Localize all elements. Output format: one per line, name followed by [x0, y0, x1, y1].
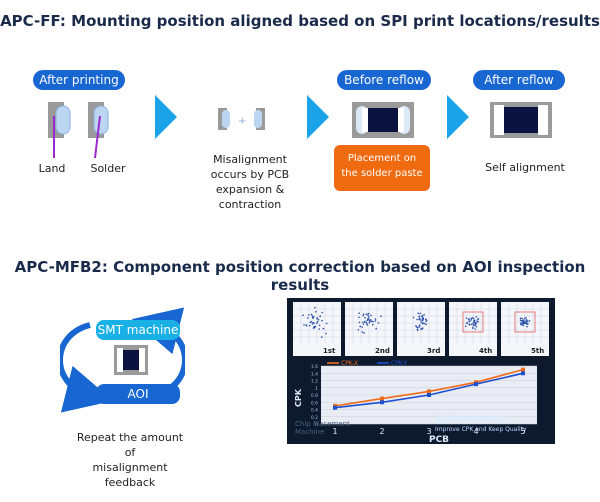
x-tick-label: 3 [426, 427, 431, 436]
autonomous-subtitle: Improve CPK and Keep Quality [435, 426, 527, 433]
y-tick-label: 0.8 [311, 393, 318, 399]
arrow-right-icon [307, 95, 329, 139]
section2-title: APC-MFB2: Component position correction … [14, 258, 586, 294]
data-point [380, 400, 384, 405]
legend-label: CPK-X [341, 360, 358, 367]
land-solder-illustration [48, 102, 109, 172]
stage-after-printing: After printing [33, 70, 125, 90]
scatter-label: 3rd [427, 347, 440, 355]
legend-label: CPK-Y [391, 360, 408, 367]
autonomous-title: Autonomous : [435, 414, 514, 425]
scatter-thumbnail: 3rd [397, 302, 445, 356]
scatter-label: 5th [531, 347, 544, 355]
land-label: Land [38, 162, 66, 175]
arrow-right-icon [447, 95, 469, 139]
x-axis-label: PCB [429, 435, 449, 444]
data-point [333, 405, 337, 410]
data-point [521, 367, 525, 372]
solder-label: Solder [90, 162, 126, 175]
placement-callout: Placement on the solder paste [334, 145, 430, 191]
self-alignment-caption: Self alignment [485, 161, 565, 174]
data-point [521, 371, 525, 376]
data-point [380, 396, 384, 401]
self-aligned-component-illustration [490, 102, 552, 138]
scatter-thumbnail: 1st [293, 302, 341, 356]
y-tick-label: 1.6 [311, 364, 318, 370]
y-tick-label: 0.2 [311, 415, 318, 421]
scatter-thumbnail: 5th [501, 302, 549, 356]
y-tick-label: 1.4 [311, 371, 318, 377]
y-axis-label: CPK [294, 388, 303, 407]
faded-watermark-text: Chip Placement Machine [295, 420, 350, 436]
y-tick-label: 0.4 [311, 408, 318, 414]
feedback-caption: Repeat the amount of misalignment feedba… [76, 431, 184, 489]
x-tick-label: 2 [379, 427, 384, 436]
arrow-right-icon [155, 95, 177, 139]
data-point [427, 389, 431, 394]
y-tick-label: 0.6 [311, 400, 318, 406]
y-tick-label: 1.2 [311, 379, 318, 385]
section1-title: APC-FF: Mounting position aligned based … [0, 12, 600, 30]
data-point [427, 393, 431, 397]
data-point [474, 382, 478, 387]
scatter-label: 2nd [375, 347, 390, 355]
aoi-label: AOI [96, 384, 180, 404]
x-tick-label: 5 [520, 427, 525, 436]
stage-after-reflow: After reflow [473, 70, 565, 90]
y-tick-label: 1 [315, 386, 318, 392]
scatter-label: 1st [323, 347, 336, 355]
scatter-thumbnails: 1st 2nd 3rd 4th 5th [293, 302, 551, 358]
stage-before-reflow: Before reflow [337, 70, 431, 90]
x-tick-label: 1 [332, 427, 337, 436]
scatter-label: 4th [479, 347, 492, 355]
smt-machine-label: SMT machine [96, 320, 180, 340]
misalignment-illustration: + [218, 108, 268, 138]
misalignment-caption: Misalignment occurs by PCB expansion & c… [210, 153, 290, 211]
scatter-thumbnail: 2nd [345, 302, 393, 356]
svg-text:+: + [238, 116, 246, 127]
x-tick-label: 4 [473, 427, 478, 436]
component-on-paste-illustration [352, 102, 414, 138]
y-tick-label: 0 [315, 422, 318, 428]
scatter-thumbnail: 4th [449, 302, 497, 356]
